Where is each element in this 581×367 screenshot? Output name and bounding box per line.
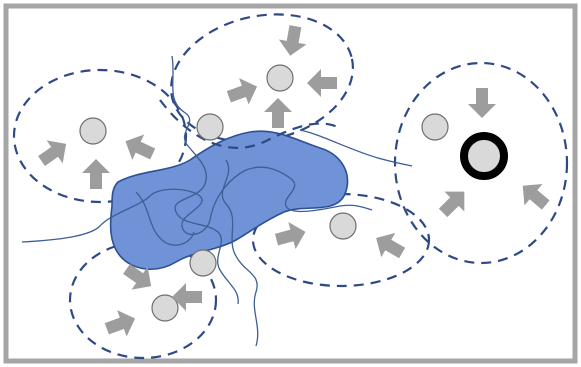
particle-circle [190, 250, 216, 276]
particle-circle [197, 114, 223, 140]
particle-circle [267, 65, 293, 91]
particle-circle [80, 118, 106, 144]
target-ring-icon [464, 136, 504, 176]
particle-circle [330, 213, 356, 239]
particle-circle [422, 114, 448, 140]
target-particle [464, 136, 504, 176]
